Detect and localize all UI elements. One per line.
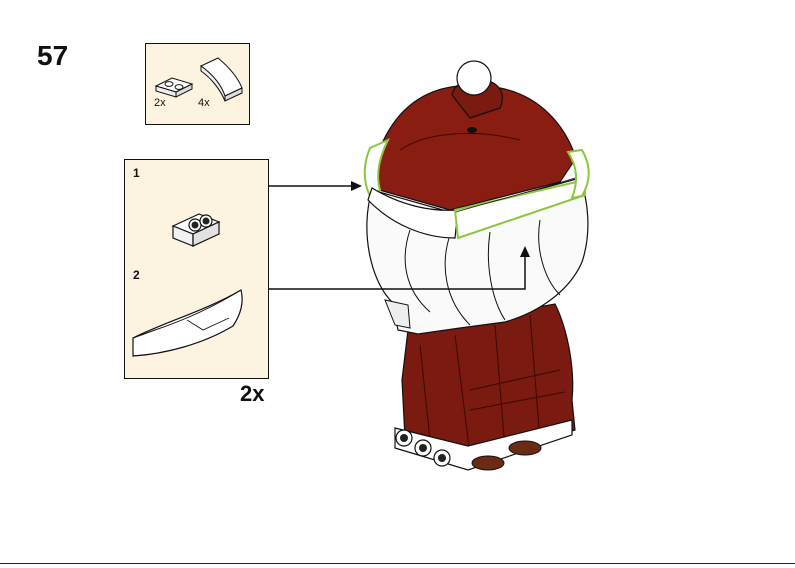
page-bottom-rule [0, 563, 795, 564]
part-qty-slope: 4x [198, 97, 210, 109]
part-qty-plate: 2x [154, 97, 166, 109]
plate-1x2-icon [173, 214, 219, 246]
submodel-box: 1 2 [124, 159, 269, 379]
callout-arrow-1 [269, 181, 362, 191]
curved-slope-icon [201, 58, 242, 101]
parts-list-art [146, 44, 251, 126]
model-lower-body [395, 304, 575, 470]
callout-arrow-2 [269, 246, 530, 289]
step-number: 57 [37, 40, 68, 72]
plate-1x2-icon [156, 78, 192, 97]
submodel-multiplier: 2x [240, 381, 264, 407]
model-white-torso [367, 178, 588, 334]
curved-slope-icon [133, 290, 242, 356]
parts-list-box: 2x 4x [145, 43, 250, 125]
submodel-art [125, 160, 270, 380]
model-head [372, 61, 576, 210]
model-collar [365, 140, 589, 238]
